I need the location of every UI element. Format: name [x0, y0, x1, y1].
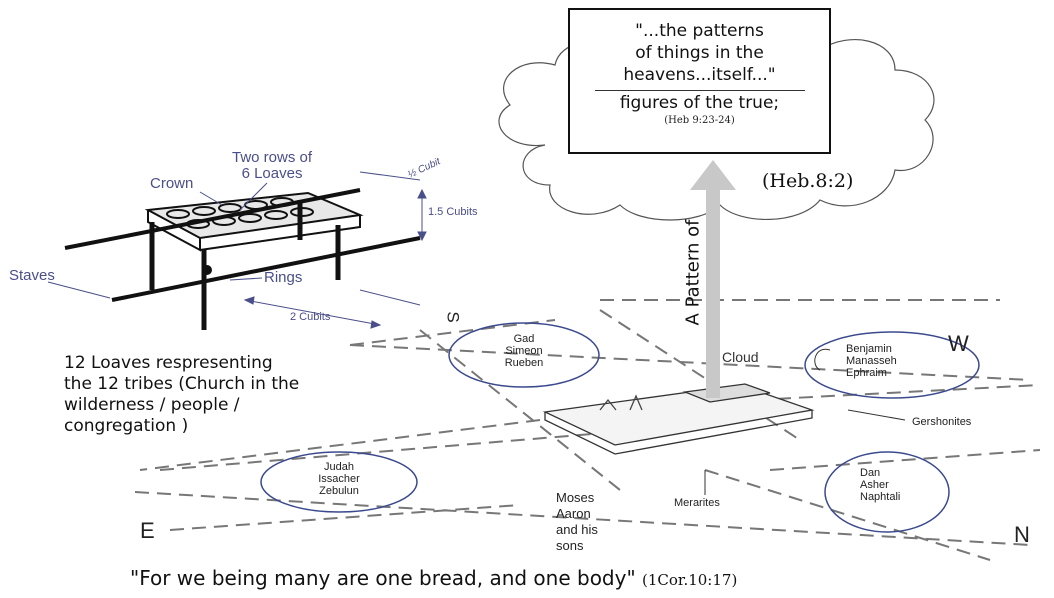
- compass-north: N: [1014, 522, 1030, 547]
- two-rows-line-1: Two rows of: [232, 149, 313, 166]
- compass-west: W: [948, 331, 969, 356]
- table-dimension-lines: [47, 171, 427, 329]
- tribe-circle-north: [824, 451, 950, 533]
- tribe-circle-south: [448, 322, 600, 388]
- bottom-verse-ref: (1Cor.10:17): [642, 571, 738, 589]
- quote-line-3: heavens...itself...": [623, 65, 776, 85]
- tribe-rueben: Rueben: [504, 357, 544, 369]
- staves-label: Staves: [9, 267, 55, 284]
- quote-line-4: figures of the true;: [619, 93, 780, 113]
- quote-line-1: "...the patterns: [635, 21, 764, 41]
- tribe-naphtali: Naphtali: [860, 491, 901, 503]
- compass-east: E: [140, 518, 155, 543]
- moses-line-1: Moses: [556, 490, 595, 505]
- rings-label: Rings: [264, 269, 303, 286]
- pattern-arrow: [690, 160, 736, 398]
- arrow-label: A Pattern of: [682, 219, 704, 326]
- tribes-south: Gad Simeon Rueben: [486, 333, 562, 369]
- scripture-quote-box: "...the patterns of things in the heaven…: [568, 8, 831, 154]
- moses-line-4: sons: [556, 538, 584, 553]
- loaves-line-2: the 12 tribes (Church in the: [64, 374, 300, 394]
- quote-patterns-text: "...the patterns of things in the heaven…: [570, 20, 829, 86]
- tribe-ephraim: Ephraim: [846, 367, 887, 379]
- loaves-line-4: congregation ): [64, 416, 189, 436]
- gershonites-label: Gershonites: [912, 416, 972, 428]
- cloud-reference: (Heb.8:2): [762, 170, 854, 192]
- compass-south: S: [443, 311, 463, 323]
- loaves-line-1: 12 Loaves respresenting: [64, 353, 273, 373]
- bottom-verse: "For we being many are one bread, and on…: [130, 566, 737, 590]
- loaves-line-3: wilderness / people /: [64, 395, 240, 415]
- tribe-judah: Judah: [324, 461, 354, 473]
- camp-boundaries: [134, 299, 1041, 561]
- tribe-zebulun: Zebulun: [319, 485, 359, 497]
- length-label: 2 Cubits: [290, 311, 331, 323]
- tribe-circle-east: [260, 451, 418, 513]
- quote-line-2: of things in the: [635, 43, 764, 63]
- crown-label: Crown: [150, 175, 194, 192]
- tribe-circles: [260, 322, 980, 533]
- cloud-label: Cloud: [722, 349, 759, 365]
- tribe-manasseh: Manasseh: [846, 355, 897, 367]
- height-label: 1.5 Cubits: [428, 206, 478, 218]
- two-rows-label: Two rows of 6 Loaves: [232, 150, 312, 182]
- tribe-benjamin: Benjamin: [846, 343, 892, 355]
- showbread-table: [64, 188, 421, 330]
- tribe-asher: Asher: [860, 479, 889, 491]
- tribe-circle-west: [804, 331, 980, 399]
- tribe-issacher: Issacher: [318, 473, 360, 485]
- tribe-simeon: Simeon: [505, 345, 543, 357]
- tribes-west: Benjamin Manasseh Ephraim: [846, 343, 916, 379]
- quote-reference: (Heb 9:23-24): [664, 115, 735, 126]
- merarites-label: Merarites: [674, 497, 720, 509]
- loaves-caption: 12 Loaves respresenting the 12 tribes (C…: [64, 353, 299, 437]
- moses-line-2: Aaron: [556, 506, 591, 521]
- tribes-east: Judah Issacher Zebulun: [300, 461, 378, 497]
- quote-divider: [594, 90, 805, 91]
- bottom-verse-text: "For we being many are one bread, and on…: [130, 566, 636, 590]
- tribes-north: Dan Asher Naphtali: [860, 467, 930, 503]
- moses-aaron-label: Moses Aaron and his sons: [556, 490, 598, 554]
- tribe-gad: Gad: [513, 333, 535, 345]
- tribe-dan: Dan: [860, 467, 881, 479]
- levite-pointers: [704, 348, 906, 495]
- two-rows-line-2: 6 Loaves: [241, 165, 303, 182]
- moses-line-3: and his: [556, 522, 598, 537]
- tabernacle-court: [542, 383, 815, 455]
